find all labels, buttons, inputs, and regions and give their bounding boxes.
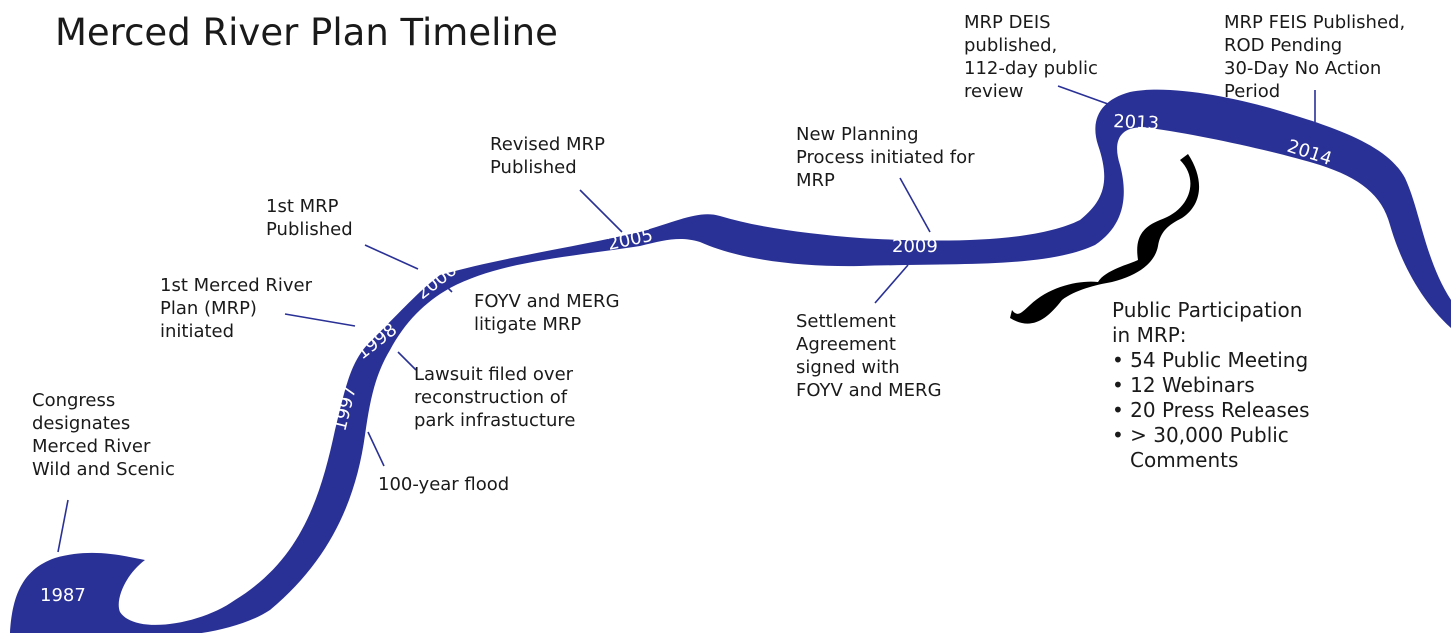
- leader-2005: [579, 189, 623, 233]
- leader-1998: [284, 313, 356, 327]
- public-participation-box: Public Participation in MRP: • 54 Public…: [1112, 298, 1310, 473]
- leader-2009-new: [899, 177, 931, 233]
- event-2013: MRP DEIS published, 112-day public revie…: [964, 12, 1098, 102]
- list-item: • 54 Public Meeting: [1112, 348, 1309, 372]
- list-item: • 12 Webinars: [1112, 373, 1255, 397]
- year-2005: 2005: [606, 225, 655, 255]
- leader-2000: [364, 244, 419, 270]
- leader-2013: [1057, 85, 1109, 105]
- event-2014: MRP FEIS Published, ROD Pending 30-Day N…: [1224, 12, 1406, 102]
- public-participation-list: • 54 Public Meeting • 12 Webinars • 20 P…: [1112, 348, 1310, 473]
- leader-1998-lawsuit: [397, 351, 417, 371]
- year-2013: 2013: [1113, 111, 1160, 134]
- event-1997: 100-year flood: [378, 474, 510, 495]
- event-1998-lawsuit: Lawsuit filed over reconstruction of par…: [414, 364, 576, 431]
- leader-2009-settlement: [874, 264, 909, 304]
- leader-1987: [57, 499, 69, 553]
- year-2009: 2009: [892, 236, 938, 257]
- event-2009-new-process: New Planning Process initiated for MRP: [796, 124, 975, 191]
- year-1987: 1987: [40, 585, 86, 606]
- event-2000-litigate: FOYV and MERG litigate MRP: [474, 291, 620, 335]
- public-participation-heading: Public Participation in MRP:: [1112, 298, 1303, 347]
- list-item: • > 30,000 Public Comments: [1112, 423, 1289, 472]
- event-1998: 1st Merced River Plan (MRP) initiated: [160, 275, 312, 342]
- page-title: Merced River Plan Timeline: [55, 11, 558, 54]
- curly-brace: [1010, 154, 1200, 324]
- event-2005: Revised MRP Published: [490, 134, 605, 178]
- leader-2000-litigate: [437, 277, 453, 293]
- event-1987: Congress designates Merced River Wild an…: [32, 390, 175, 480]
- event-2000: 1st MRP Published: [266, 196, 353, 240]
- list-item: • 20 Press Releases: [1112, 398, 1310, 422]
- river-path: [10, 89, 1451, 633]
- leader-1997-flood: [367, 431, 385, 467]
- event-2009-settlement: Settlement Agreement signed with FOYV an…: [796, 311, 942, 401]
